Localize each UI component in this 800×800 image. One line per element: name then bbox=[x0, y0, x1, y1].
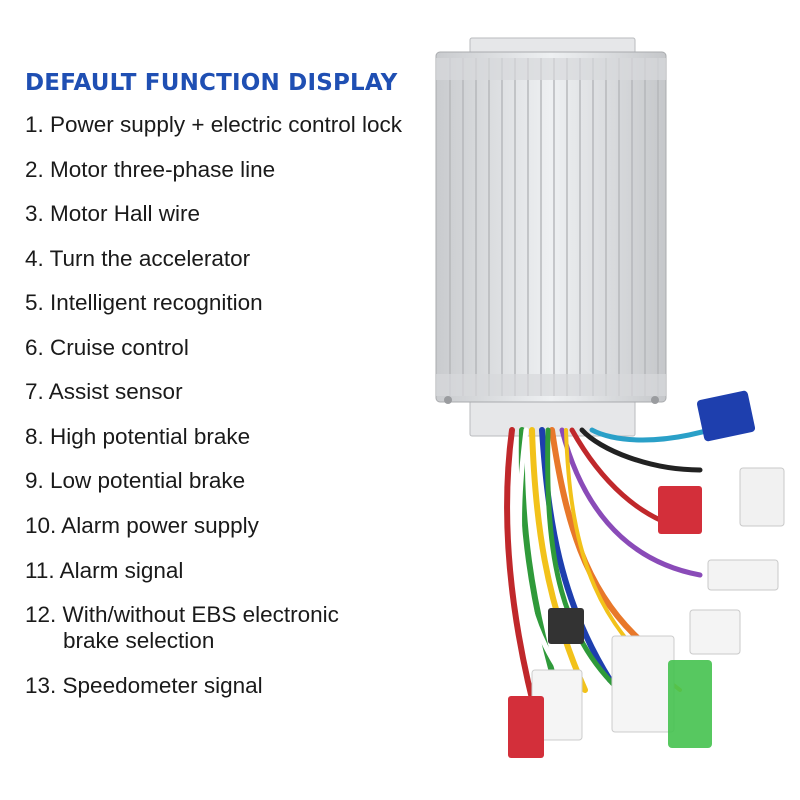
list-item: 1. Power supply + electric control lock bbox=[25, 112, 403, 137]
list-item: 10. Alarm power supply bbox=[25, 513, 259, 538]
list-item: 6. Cruise control bbox=[25, 335, 189, 360]
list-item: 9. Low potential brake bbox=[25, 468, 246, 493]
list-item: 5. Intelligent recognition bbox=[25, 290, 263, 315]
list-item: 11. Alarm signal bbox=[25, 558, 184, 583]
controller-illustration bbox=[435, 37, 785, 758]
list-item: 13. Speedometer signal bbox=[25, 673, 263, 698]
list-item: 3. Motor Hall wire bbox=[25, 201, 201, 226]
list-item: 4. Turn the accelerator bbox=[25, 246, 251, 271]
list-item: 7. Assist sensor bbox=[25, 379, 183, 404]
connectors bbox=[508, 390, 785, 758]
list-item: 8. High potential brake bbox=[25, 424, 251, 449]
controller-housing bbox=[435, 37, 667, 437]
page-title: DEFAULT FUNCTION DISPLAY bbox=[25, 70, 398, 96]
list-item: 2. Motor three-phase line bbox=[25, 157, 276, 182]
